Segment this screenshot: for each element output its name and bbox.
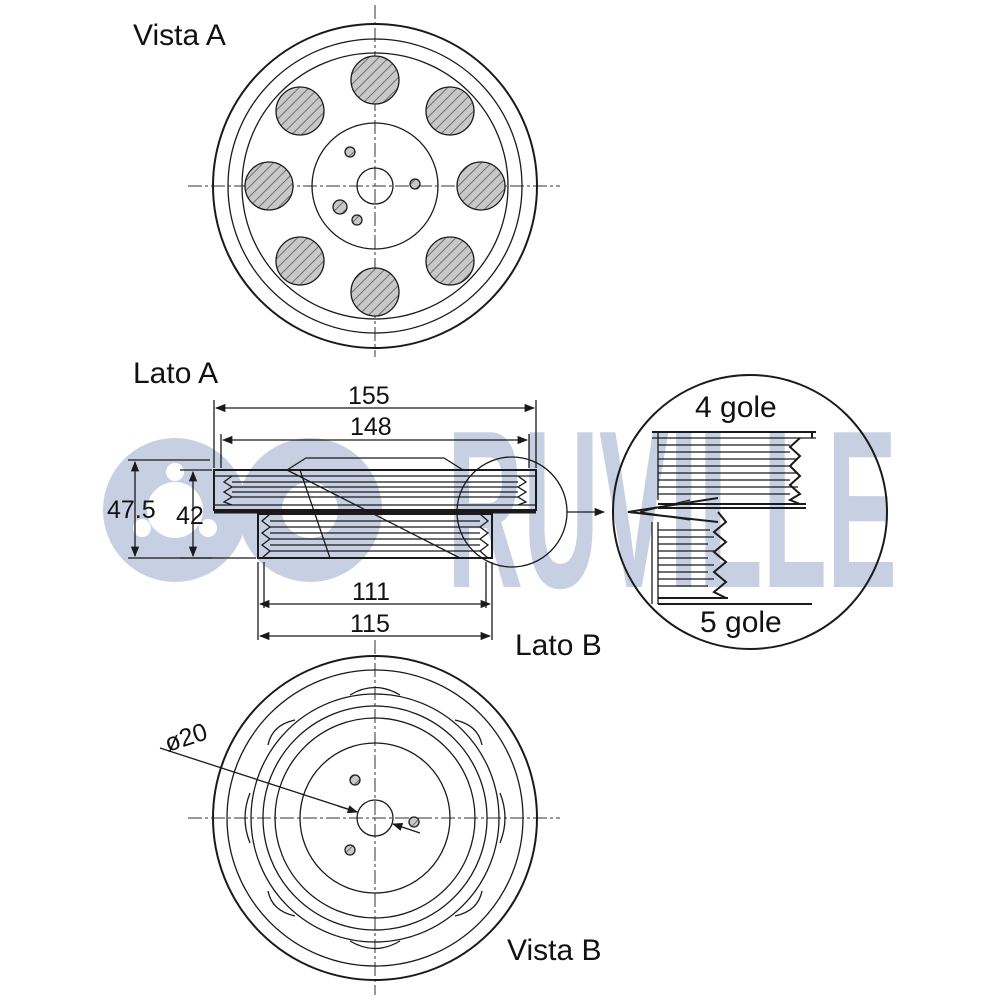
bottom-pulley-grooves (260, 513, 490, 559)
dim-height-42: 42 (176, 502, 204, 530)
dim-hole-diameter: ø20 (161, 718, 211, 758)
side-view: Lato A (107, 357, 606, 662)
dim-width-111: 111 (352, 578, 390, 606)
dim-width-148: 148 (350, 413, 392, 441)
five-groove-profile (658, 511, 728, 599)
lato-a-label: Lato A (133, 357, 218, 390)
four-groove-profile (658, 437, 802, 505)
dim-height-47-5: 47.5 (107, 496, 156, 524)
vista-a-view: Vista A (133, 5, 560, 357)
top-pulley-grooves (222, 475, 528, 506)
lato-b-label: Lato B (515, 629, 602, 662)
vista-b-title: Vista B (507, 934, 602, 967)
four-grooves-label: 4 gole (695, 391, 777, 424)
dim-width-115: 115 (350, 610, 390, 638)
vista-b-view: ø20 Vista B (159, 640, 602, 995)
five-grooves-label: 5 gole (700, 606, 782, 639)
groove-detail-view: 4 gole 5 gole (612, 374, 888, 650)
vista-a-title: Vista A (133, 19, 226, 52)
dim-width-155: 155 (348, 382, 390, 410)
